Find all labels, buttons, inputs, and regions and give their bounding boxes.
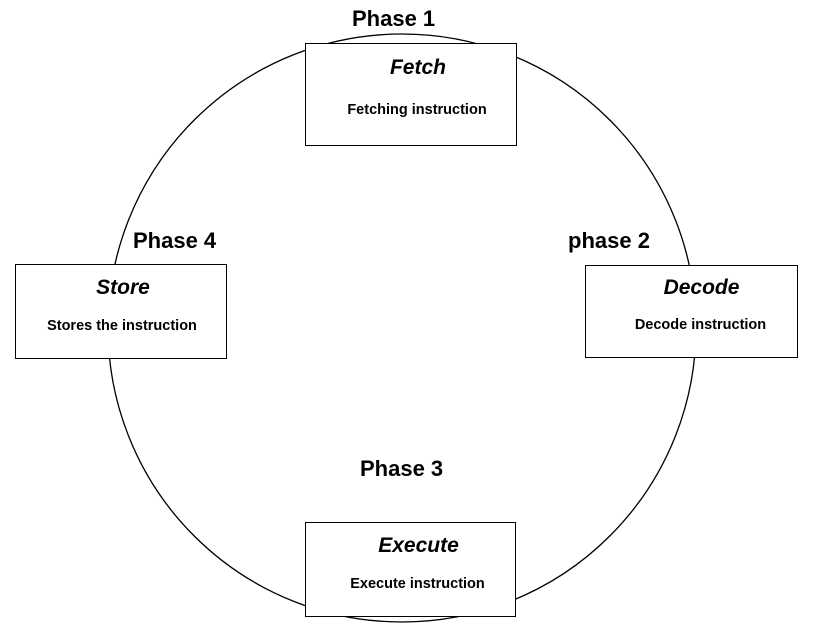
phase-subtitle-store: Stores the instruction [47, 318, 197, 334]
phase-title-fetch: Fetch [389, 56, 446, 79]
phase-subtitle-decode: Decode instruction [634, 317, 767, 333]
phase-label-decode: phase 2 [568, 228, 650, 253]
phase-box-store[interactable]: Store Stores the instruction [15, 264, 227, 359]
phase-label-store: Phase 4 [133, 228, 217, 253]
phase-title-decode: Decode [663, 276, 740, 299]
phase-box-execute[interactable]: Execute Execute instruction [305, 522, 516, 617]
phase-label-execute: Phase 3 [360, 456, 444, 481]
phase-subtitle-execute: Execute instruction [350, 576, 485, 592]
phase-title-execute: Execute [378, 534, 459, 557]
phase-title-store: Store [96, 276, 150, 299]
phase-subtitle-fetch: Fetching instruction [347, 102, 487, 118]
phase-box-decode[interactable]: Decode Decode instruction [585, 265, 798, 358]
phase-box-fetch[interactable]: Fetch Fetching instruction [305, 43, 517, 146]
phase-label-fetch: Phase 1 [352, 6, 436, 31]
